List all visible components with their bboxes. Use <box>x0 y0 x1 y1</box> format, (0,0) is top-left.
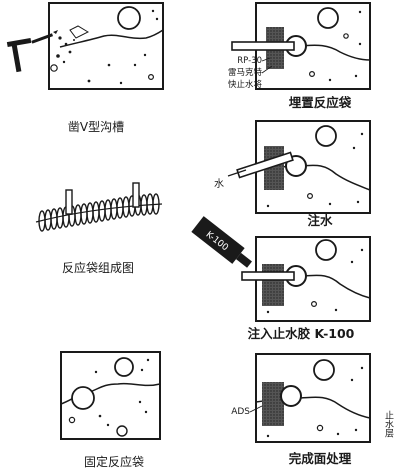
label-cement: 雷马克特 <box>228 67 263 78</box>
caption-groove: 凿V型沟槽 <box>68 120 124 134</box>
injection-tube <box>231 41 295 51</box>
reaction-bag-coil <box>35 193 163 232</box>
caption-fix-bag: 固定反应袋 <box>84 454 144 469</box>
caption-inject-glue: 注入止水胶 K-100 <box>248 326 355 341</box>
k100-can-icon: K-100 <box>191 216 252 268</box>
concrete-texture <box>266 132 364 208</box>
label-plug: 快止水将 <box>228 79 263 90</box>
label-rp30: RP-30 <box>237 56 262 66</box>
injection-tube <box>236 151 294 179</box>
label-side-note: 止水层 <box>383 409 394 438</box>
panel-groove: 凿V型沟槽 <box>6 2 164 134</box>
injection-tube <box>241 271 295 281</box>
concrete-texture <box>309 10 362 82</box>
panel-inject-glue: K-100 注入止水胶 K-100 <box>191 216 371 341</box>
caption-bag-assembly: 反应袋组成图 <box>62 260 134 275</box>
panel-bag-assembly: 反应袋组成图 <box>35 182 163 275</box>
caption-embed-bag: 埋置反应袋 <box>289 95 352 110</box>
caption-inject-water: 注水 <box>307 213 333 228</box>
reaction-bag-section <box>71 386 95 410</box>
debris-chips <box>50 36 75 72</box>
concrete-texture <box>266 248 364 314</box>
panel-embed-bag: RP-30 雷马克特 快止水将 埋置反应袋 <box>228 2 371 110</box>
injection-tubes <box>65 182 140 215</box>
caption-finish: 完成面处理 <box>289 451 352 466</box>
aggregate-stone <box>117 6 141 30</box>
concrete-texture <box>266 366 364 438</box>
hammer-chisel-icon <box>6 30 58 73</box>
crack-line <box>59 25 164 48</box>
concrete-texture <box>68 358 150 427</box>
panel-finish: ADS 完成面处理 止水层 <box>231 353 394 466</box>
panel-inject-water: 水 注水 <box>214 120 371 228</box>
sealant-fill <box>262 382 284 426</box>
concrete-texture <box>87 9 159 85</box>
label-ads: ADS <box>231 407 250 417</box>
panel-fix-bag: 固定反应袋 <box>60 351 161 469</box>
label-water: 水 <box>214 178 224 190</box>
